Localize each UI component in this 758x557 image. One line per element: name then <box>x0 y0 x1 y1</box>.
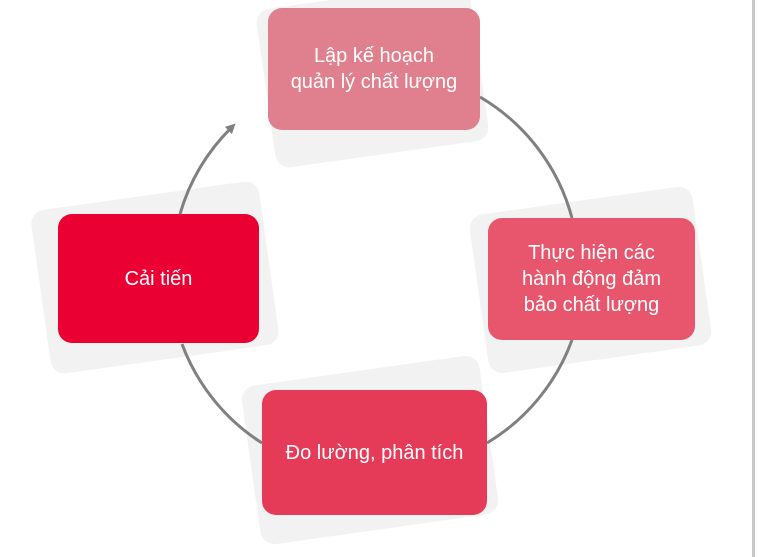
step-plan-quality: Lập kế hoạch quản lý chất lượng <box>268 8 480 130</box>
step-plan-quality-label: Lập kế hoạch quản lý chất lượng <box>290 45 458 93</box>
step-perform-assurance: Thực hiện các hành động đảm bảo chất lượ… <box>488 218 695 340</box>
cycle-ring-arc <box>479 95 574 219</box>
cycle-arrow-arc <box>178 123 236 215</box>
step-measure-analyze: Đo lường, phân tích <box>262 390 487 515</box>
step-measure-analyze-label: Đo lường, phân tích <box>285 441 464 464</box>
step-perform-assurance-label: Thực hiện các hành động đảm bảo chất lượ… <box>521 242 661 316</box>
step-improve-label: Cải tiến <box>124 267 193 290</box>
slide-edge-border <box>752 0 755 557</box>
cycle-ring-arc <box>180 343 263 445</box>
cycle-ring-arc <box>486 339 574 445</box>
step-improve: Cải tiến <box>58 214 259 343</box>
